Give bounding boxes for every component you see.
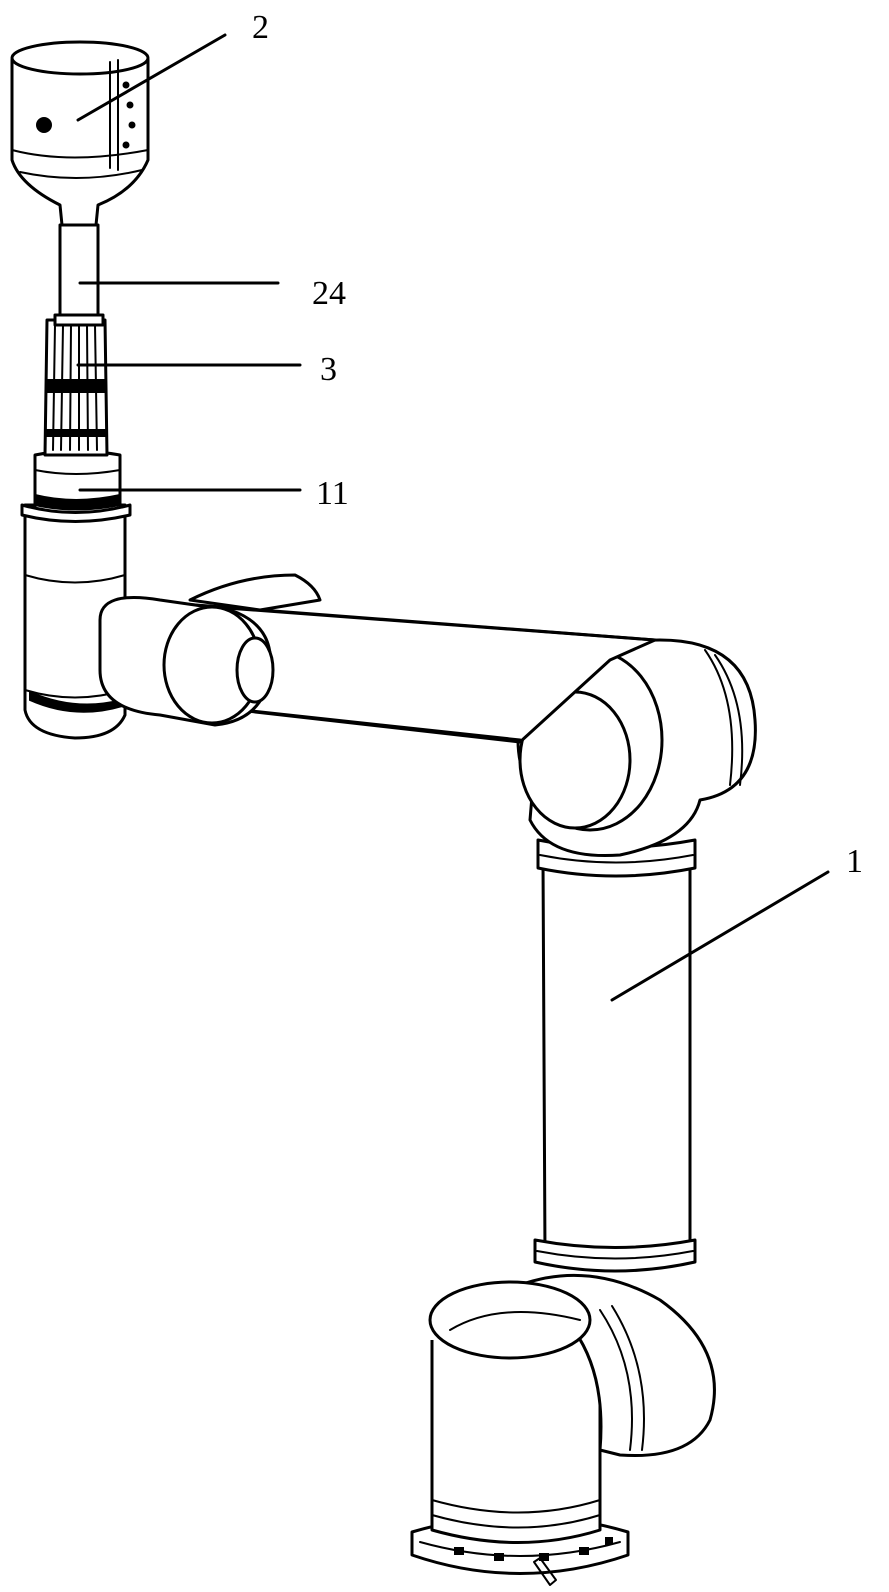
leader-1 xyxy=(610,870,830,1002)
base-joint xyxy=(428,1273,716,1544)
label-2: 2 xyxy=(252,9,269,46)
shaft-24 xyxy=(53,223,105,327)
wrist-joint xyxy=(23,503,275,740)
label-1: 1 xyxy=(846,843,863,880)
label-3: 3 xyxy=(320,351,337,388)
label-11: 11 xyxy=(316,475,349,512)
tool-flange xyxy=(20,449,132,523)
label-24: 24 xyxy=(312,275,346,312)
leader-2 xyxy=(76,33,227,122)
connector-3 xyxy=(43,318,109,457)
end-effector-cup xyxy=(10,40,150,227)
leader-lines xyxy=(76,33,830,1002)
lower-arm-link xyxy=(533,838,697,1273)
